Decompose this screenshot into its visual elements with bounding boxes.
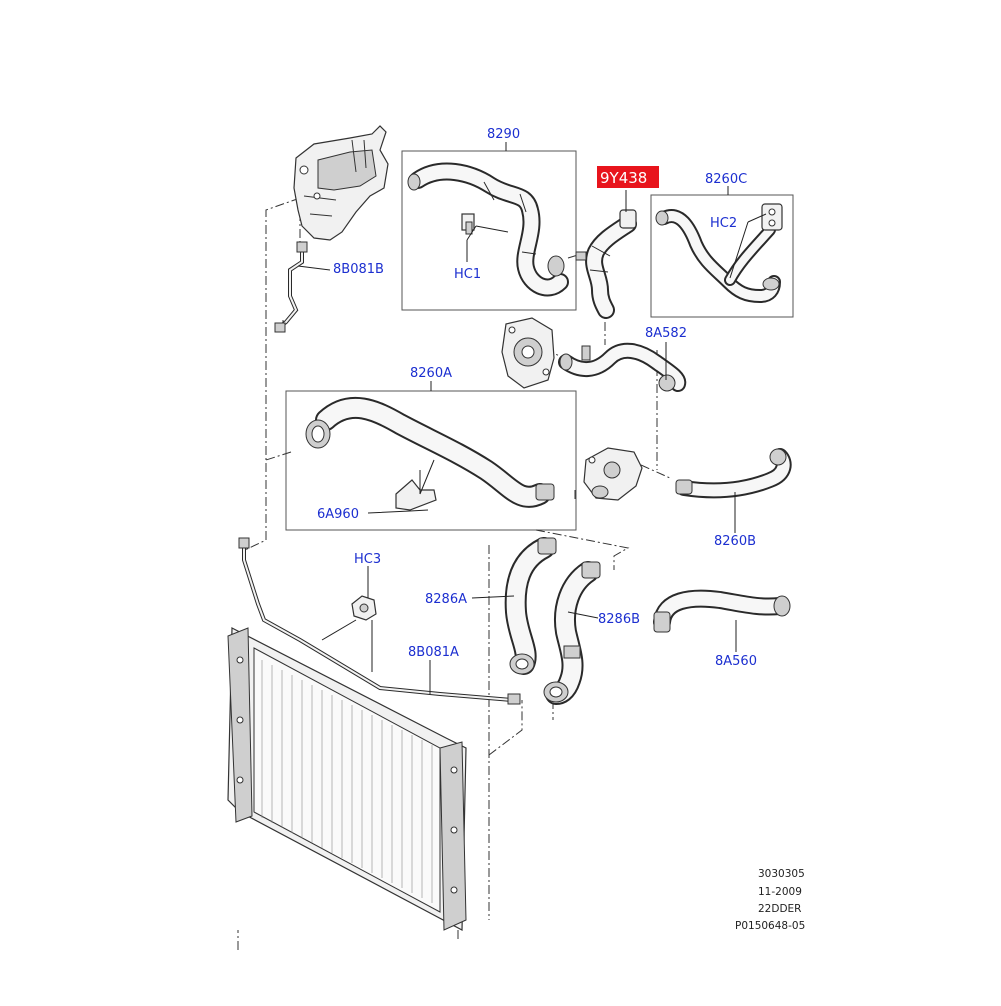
footer-line-4: P0150648-05 <box>735 920 805 932</box>
hose-8286a <box>504 537 557 675</box>
label-8260a: 8260A <box>410 366 452 381</box>
clip-hc3 <box>351 595 377 621</box>
expansion-tank <box>293 125 389 241</box>
frame-8260c <box>650 194 794 318</box>
hose-8260c <box>655 203 783 303</box>
label-8286b: 8286B <box>598 612 640 627</box>
footer-line-2: 11-2009 <box>758 886 802 898</box>
label-hc3: HC3 <box>354 552 381 567</box>
label-8a560: 8A560 <box>715 654 757 669</box>
frame-8290 <box>401 150 577 311</box>
label-6a960: 6A960 <box>317 507 359 522</box>
thermostat-housing <box>583 447 643 501</box>
hose-8a582 <box>558 342 687 392</box>
radiator <box>227 627 467 931</box>
label-8b081a: 8B081A <box>408 645 459 660</box>
hose-8286b <box>543 561 601 705</box>
water-pump <box>501 317 555 389</box>
footer-line-3: 22DDER <box>758 903 801 915</box>
hose-8260b <box>675 448 792 499</box>
footer-line-1: 3030305 <box>758 868 805 880</box>
leader-lines <box>297 142 767 694</box>
hose-8a560 <box>653 589 791 633</box>
label-8b081b: 8B081B <box>333 262 384 277</box>
label-hc1: HC1 <box>454 267 481 282</box>
hose-8290 <box>407 162 569 297</box>
label-8290: 8290 <box>487 127 520 142</box>
label-8a582: 8A582 <box>645 326 687 341</box>
label-hc2: HC2 <box>710 216 737 231</box>
label-9y438: 9Y438 <box>600 169 647 187</box>
label-8260c: 8260C <box>705 172 747 187</box>
hose-9y438 <box>575 209 637 319</box>
highlight-9y438 <box>597 166 659 188</box>
hose-8260a <box>305 396 555 511</box>
sensor-line-8b081b <box>274 241 308 333</box>
label-8286a: 8286A <box>425 592 467 607</box>
label-8260b: 8260B <box>714 534 756 549</box>
